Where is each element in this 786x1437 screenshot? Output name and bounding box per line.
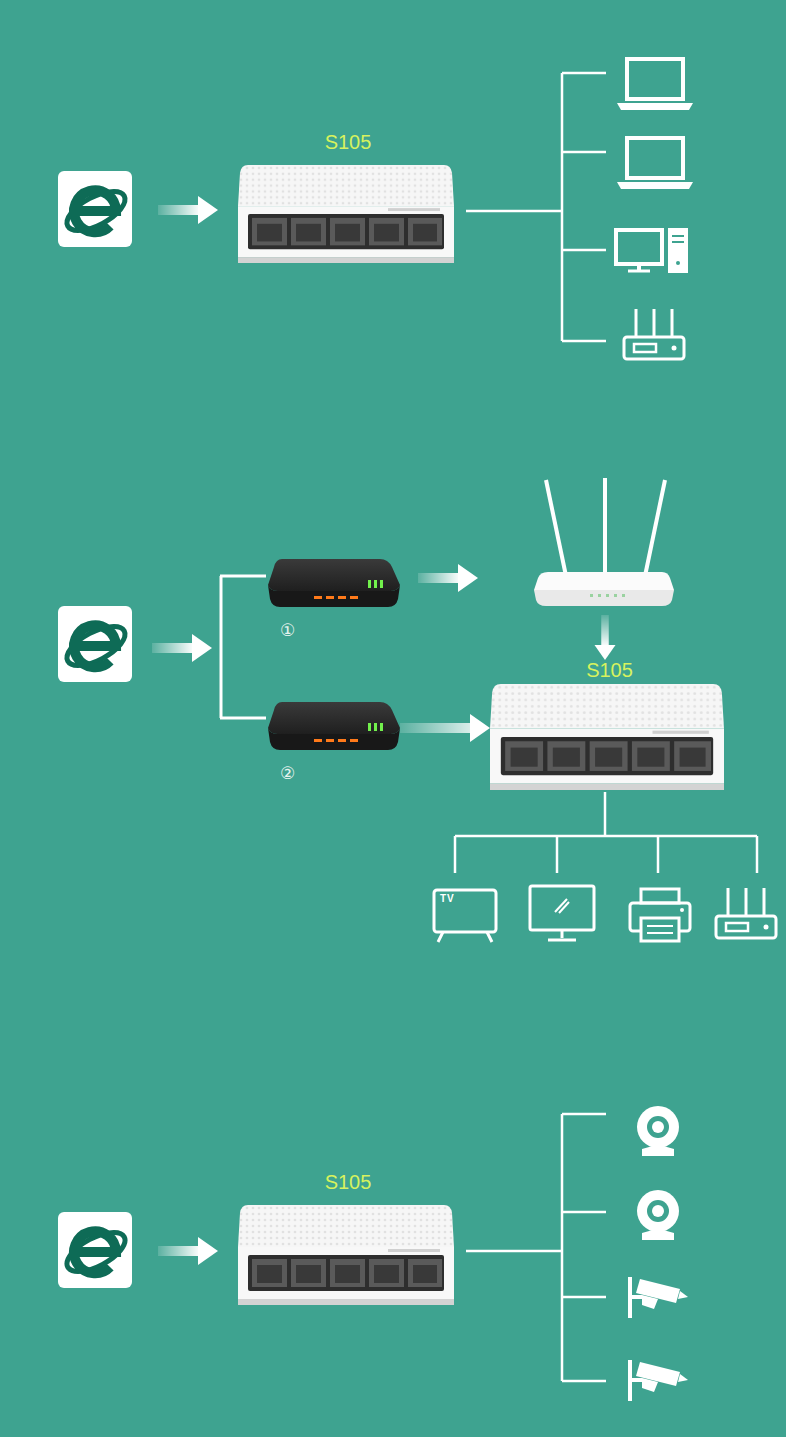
switch-illustration [238, 165, 454, 263]
tv-icon [434, 890, 496, 942]
modem-illustration [268, 702, 400, 750]
split-bracket [220, 576, 266, 718]
webcam-icon [637, 1190, 679, 1240]
wireless-router [534, 478, 674, 606]
switch-node: S105 [238, 1168, 458, 1306]
laptop-icon [617, 138, 693, 189]
cctv-icon [628, 1277, 688, 1318]
router-icon [624, 309, 684, 359]
ie-icon [58, 1212, 132, 1288]
callout-number: ② [280, 764, 295, 784]
branch-lines [455, 792, 757, 873]
model-label: S105 [238, 130, 458, 154]
callout-number: ① [280, 621, 295, 641]
modem-illustration [268, 559, 400, 607]
monitor-icon [530, 886, 594, 940]
modem-node: ② [268, 700, 400, 790]
modem-node: ① [268, 557, 400, 647]
router-icon [716, 888, 776, 938]
flow-arrow [158, 196, 218, 224]
printer-icon [630, 889, 690, 941]
webcam-icon [637, 1106, 679, 1156]
cctv-icon [628, 1360, 688, 1401]
branch-lines [466, 73, 606, 341]
switch-node: S105 [238, 128, 458, 265]
flow-arrow [418, 564, 478, 592]
laptop-icon [617, 59, 693, 110]
switch-illustration [238, 1205, 454, 1305]
flow-arrow [400, 714, 490, 742]
label-holder: TV [440, 893, 455, 904]
flow-arrow [158, 1237, 218, 1265]
model-label: S105 [238, 1170, 458, 1194]
branch-lines [466, 1114, 606, 1381]
ie-icon [58, 171, 132, 247]
icon-label: TV [440, 893, 455, 904]
switch-illustration [490, 684, 724, 790]
flow-arrow [152, 634, 212, 662]
flow-arrow [595, 615, 616, 660]
desktop-icon [616, 228, 688, 273]
switch-node: S105 [490, 656, 729, 792]
ie-icon [58, 606, 132, 682]
model-label: S105 [490, 658, 729, 682]
